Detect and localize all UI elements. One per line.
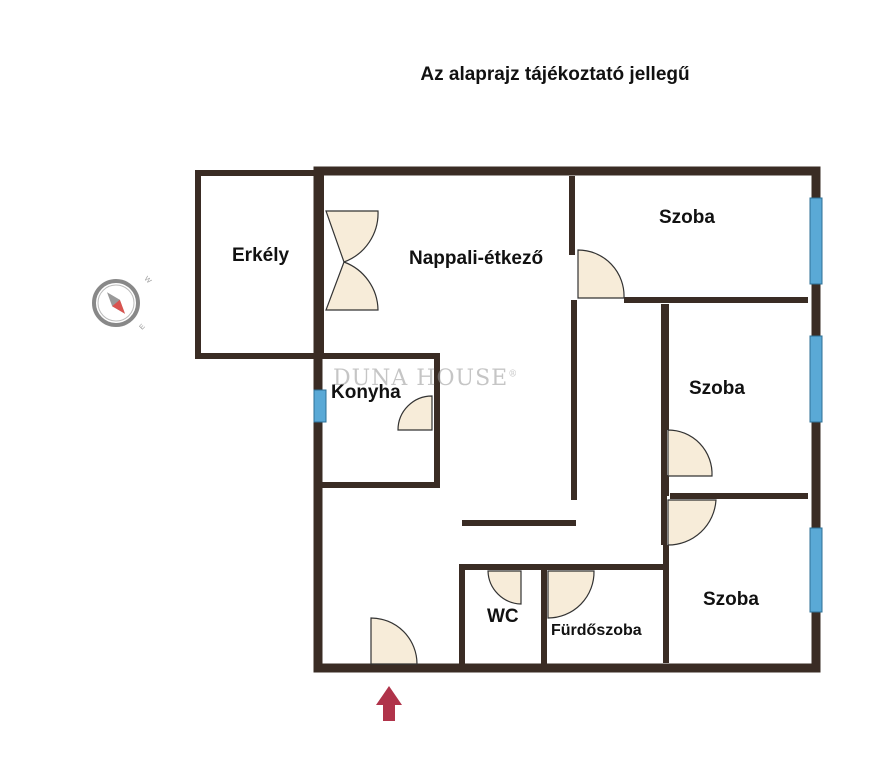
room-label-konyha: Konyha (331, 382, 401, 403)
outer-walls (313, 166, 821, 673)
windows (313, 197, 823, 613)
room-label-erkely: Erkély (232, 245, 290, 266)
room-label-szoba-3: Szoba (703, 589, 759, 610)
room-label-szoba-2: Szoba (689, 378, 745, 399)
room-label-furdoszoba: Fürdőszoba (551, 622, 642, 639)
room-label-szoba-1: Szoba (659, 207, 715, 228)
watermark-text: DUNA HOUSE (333, 366, 509, 391)
compass-letter-e: E (138, 323, 146, 331)
room-label-wc: WC (487, 606, 519, 627)
doors (325, 210, 717, 665)
interior-walls (318, 171, 808, 664)
page-title: Az alaprajz tájékoztató jellegű (420, 64, 690, 85)
entrance-arrow-icon (376, 686, 402, 721)
watermark-registered-mark: ® (508, 369, 519, 380)
compass-icon (92, 279, 140, 327)
room-label-nappali: Nappali-étkező (409, 248, 544, 269)
watermark: DUNA HOUSE® (333, 366, 518, 391)
compass-letter-w: W (143, 275, 153, 285)
